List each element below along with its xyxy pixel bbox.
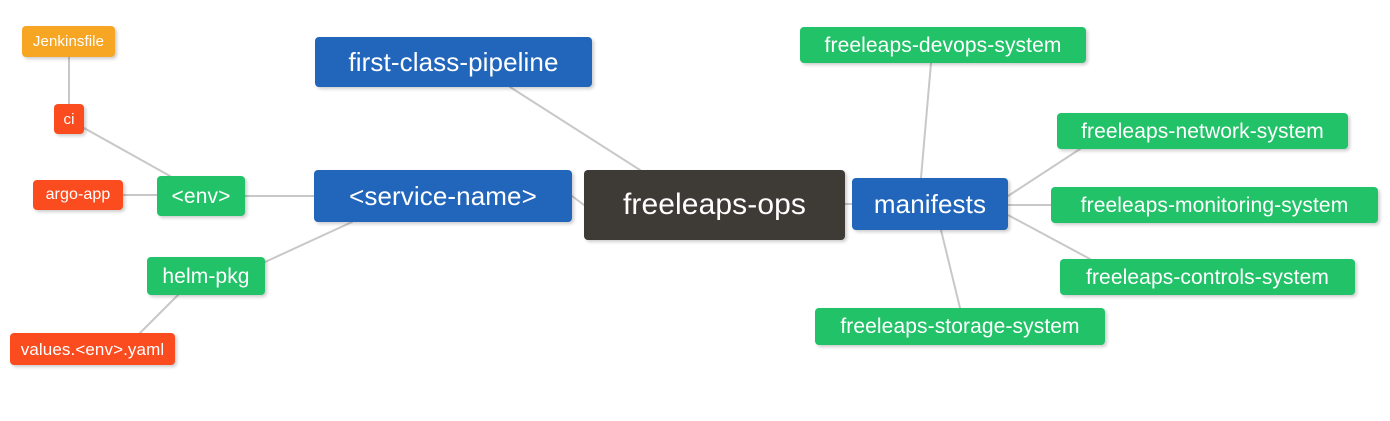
node-freeleaps-storage-system[interactable]: freeleaps-storage-system [815, 308, 1105, 345]
edge-env-to-ci [83, 127, 171, 177]
node-first-class-pipeline[interactable]: first-class-pipeline [315, 37, 592, 87]
node-manifests[interactable]: manifests [852, 178, 1008, 230]
edge-helm-pkg-to-values-env-yaml [139, 294, 179, 334]
node-ci[interactable]: ci [54, 104, 84, 134]
node-freeleaps-controls-system[interactable]: freeleaps-controls-system [1060, 259, 1355, 295]
node-helm-pkg[interactable]: helm-pkg [147, 257, 265, 295]
node-freeleaps-devops-system[interactable]: freeleaps-devops-system [800, 27, 1086, 63]
node-freeleaps-ops[interactable]: freeleaps-ops [584, 170, 845, 240]
edge-service-name-to-helm-pkg [264, 221, 353, 263]
node-env[interactable]: <env> [157, 176, 245, 216]
node-argo-app[interactable]: argo-app [33, 180, 123, 210]
node-freeleaps-monitoring-system[interactable]: freeleaps-monitoring-system [1051, 187, 1378, 223]
edge-freeleaps-ops-to-first-class-pipeline [509, 86, 641, 171]
node-jenkinsfile[interactable]: Jenkinsfile [22, 26, 115, 57]
edge-freeleaps-ops-to-service-name [571, 195, 585, 206]
node-freeleaps-network-system[interactable]: freeleaps-network-system [1057, 113, 1348, 149]
edge-manifests-to-freeleaps-storage-system [940, 229, 961, 309]
node-service-name[interactable]: <service-name> [314, 170, 572, 222]
node-values-env-yaml[interactable]: values.<env>.yaml [10, 333, 175, 365]
edge-manifests-to-freeleaps-devops-system [920, 62, 932, 179]
